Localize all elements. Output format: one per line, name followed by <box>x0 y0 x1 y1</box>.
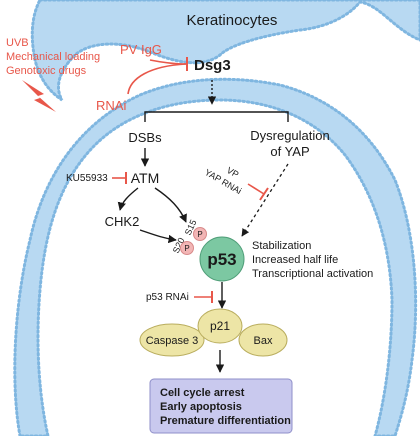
genotoxic-drugs-label: Genotoxic drugs <box>6 65 87 77</box>
outcome-cell-cycle-arrest: Cell cycle arrest <box>160 387 245 399</box>
dysregulation-label: Dysregulation <box>250 128 330 143</box>
dsg3-label: Dsg3 <box>194 57 231 74</box>
chk2-label: CHK2 <box>105 214 140 229</box>
p21-label: p21 <box>210 319 230 333</box>
stabilization-label: Stabilization <box>252 240 311 252</box>
p53-label: p53 <box>207 250 236 269</box>
upper-cell-membrane <box>30 0 420 102</box>
p53-rnai-label: p53 RNAi <box>146 292 189 303</box>
phospho-s15-circle <box>193 227 207 241</box>
mechanical-loading-label: Mechanical loading <box>6 51 100 63</box>
bax-label: Bax <box>254 335 273 347</box>
half-life-label: Increased half life <box>252 254 338 266</box>
phospho-s15-mark: P <box>197 230 202 239</box>
transcriptional-label: Transcriptional activation <box>252 268 373 280</box>
ku55933-label: KU55933 <box>66 173 108 184</box>
phospho-s20-circle <box>180 241 194 255</box>
yap-inhibitor-line <box>247 183 265 195</box>
branch-bracket <box>144 111 289 122</box>
dsbs-label: DSBs <box>128 130 162 145</box>
of-yap-label: of YAP <box>270 144 309 159</box>
bax-node <box>238 323 288 357</box>
chk2-to-p53-arrow <box>139 229 177 244</box>
outcome-premature-differentiation: Premature differentiation <box>160 415 291 427</box>
p21-node <box>197 308 243 344</box>
atm-to-chk2-arrow <box>117 187 139 211</box>
atm-label: ATM <box>131 170 160 186</box>
phospho-s20-mark: P <box>184 244 189 253</box>
yap-dashed-arrow <box>241 163 289 237</box>
yap-inhibitor-bar <box>259 187 269 201</box>
outcome-early-apoptosis: Early apoptosis <box>160 401 242 413</box>
atm-to-p53-arrow <box>154 187 187 223</box>
outcome-box <box>149 378 293 434</box>
rnai-label: RNAi <box>96 98 126 113</box>
uvb-label: UVB <box>6 37 29 49</box>
p53-node <box>199 236 245 282</box>
lightning-bolt-icon <box>22 80 56 112</box>
pv-igg-label: PV IgG <box>120 42 162 57</box>
caspase3-node <box>139 323 205 357</box>
rnai-inhibition-line <box>127 63 187 95</box>
keratinocytes-label: Keratinocytes <box>187 12 278 29</box>
caspase3-label: Caspase 3 <box>146 335 199 347</box>
